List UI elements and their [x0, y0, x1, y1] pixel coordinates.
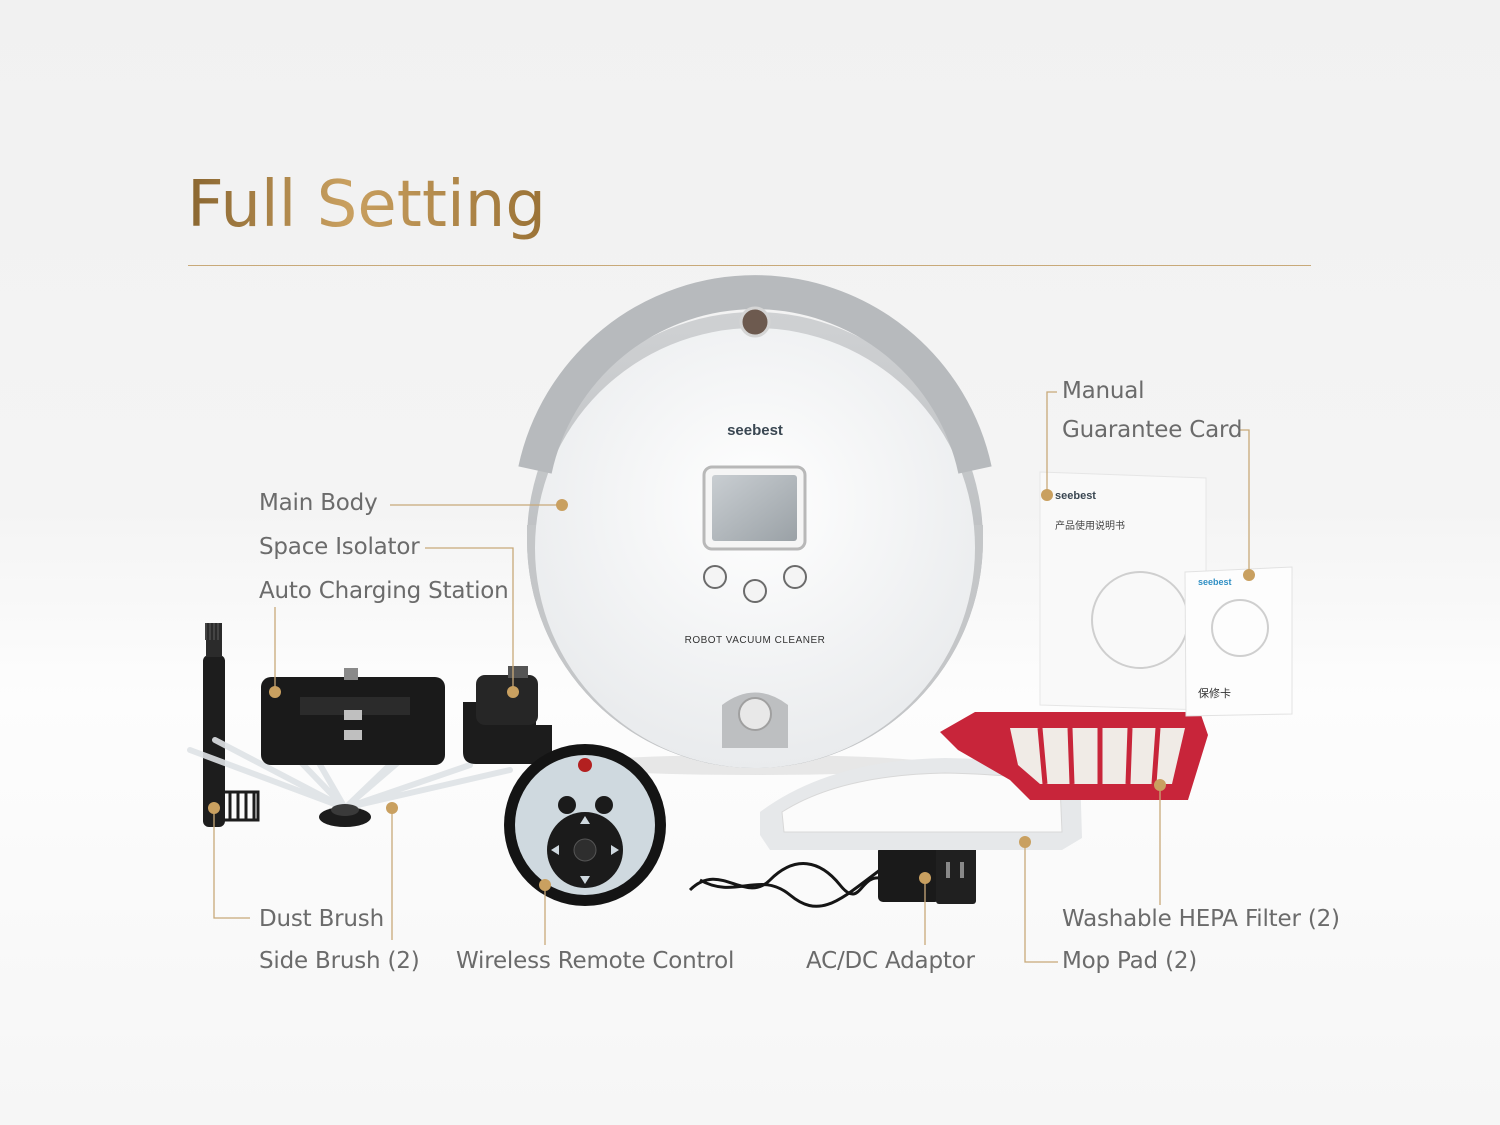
label-space-isolator: Space Isolator	[259, 534, 420, 560]
label-manual: Manual	[1062, 378, 1145, 404]
auto-charging-station	[261, 668, 445, 765]
label-guarantee-card: Guarantee Card	[1062, 417, 1243, 443]
robot-model-text: ROBOT VACUUM CLEANER	[685, 635, 826, 646]
instruction-manual: seebest 产品使用说明书	[1039, 471, 1207, 711]
label-ac-dc-adaptor: AC/DC Adaptor	[806, 948, 975, 974]
manual-title-text: 产品使用说明书	[1055, 519, 1125, 532]
guarantee-card: seebest 保修卡	[1184, 566, 1293, 717]
label-main-body: Main Body	[259, 490, 378, 516]
lcd-screen	[712, 475, 797, 541]
dust-brush	[203, 623, 260, 827]
leader-lines	[213, 391, 1250, 963]
label-side-brush: Side Brush (2)	[259, 948, 420, 974]
label-auto-charging-station: Auto Charging Station	[259, 578, 509, 604]
space-isolator	[463, 666, 552, 764]
label-washable-hepa-filter: Washable HEPA Filter (2)	[1062, 906, 1340, 932]
washable-hepa-filter	[940, 712, 1208, 800]
card-brand-logo: seebest	[1198, 577, 1232, 587]
page-title: Full Setting	[187, 168, 546, 242]
title-divider	[188, 265, 1311, 266]
sensor-button-icon	[739, 306, 771, 338]
power-button-icon	[578, 758, 592, 772]
manual-brand-logo: seebest	[1055, 490, 1096, 502]
label-dust-brush: Dust Brush	[259, 906, 384, 932]
ac-dc-adaptor	[688, 842, 976, 908]
home-button-icon	[783, 565, 807, 589]
robot-vacuum-main-body: seebest ROBOT VACUUM CLEANER	[518, 275, 992, 775]
label-wireless-remote-control: Wireless Remote Control	[456, 948, 735, 974]
leader-dots	[208, 489, 1255, 891]
uv-button-icon	[703, 565, 727, 589]
card-title-text: 保修卡	[1198, 686, 1231, 700]
wireless-remote-control	[504, 744, 666, 906]
robot-brand-logo: seebest	[727, 422, 783, 439]
label-mop-pad: Mop Pad (2)	[1062, 948, 1198, 974]
cycle-button-icon	[743, 579, 767, 603]
mop-pad	[760, 758, 1082, 850]
side-brush	[187, 722, 513, 827]
